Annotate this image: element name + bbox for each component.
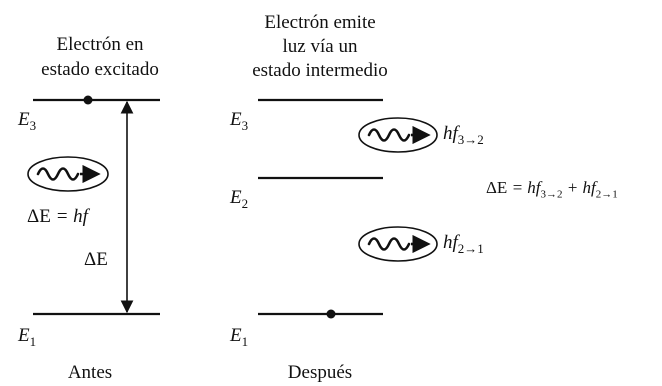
after-caption: Después <box>287 362 353 383</box>
photon-wave-icon <box>358 226 438 262</box>
after-level-e2-label: E2 <box>230 187 249 211</box>
before-photon-equation: ΔE = hf <box>27 206 88 227</box>
photon-wave-icon <box>27 156 109 192</box>
after-title-line2: luz vía un <box>282 36 358 57</box>
before-title-line1: Electrón en <box>56 34 144 55</box>
after-level-e3-label: E3 <box>230 109 249 133</box>
before-level-e1-label: E1 <box>18 325 37 349</box>
photon-2-1-label: hf2→1 <box>443 232 484 256</box>
photon-3-2-label: hf3→2 <box>443 123 484 147</box>
after-level-e1-label: E1 <box>230 325 249 349</box>
energy-gap-label: ΔE <box>84 249 108 270</box>
energy-sum-equation: ΔE = hf3→2 + hf2→1 <box>486 178 618 201</box>
after-title-line1: Electrón emite <box>264 12 376 33</box>
before-level-e3-label: E3 <box>18 109 37 133</box>
photon-wave-icon <box>358 117 438 153</box>
electron-dot-icon <box>83 95 93 105</box>
electron-dot-icon <box>326 309 336 319</box>
before-title-line2: estado excitado <box>41 59 159 80</box>
before-caption: Antes <box>67 362 113 383</box>
after-title-line3: estado intermedio <box>252 60 388 81</box>
